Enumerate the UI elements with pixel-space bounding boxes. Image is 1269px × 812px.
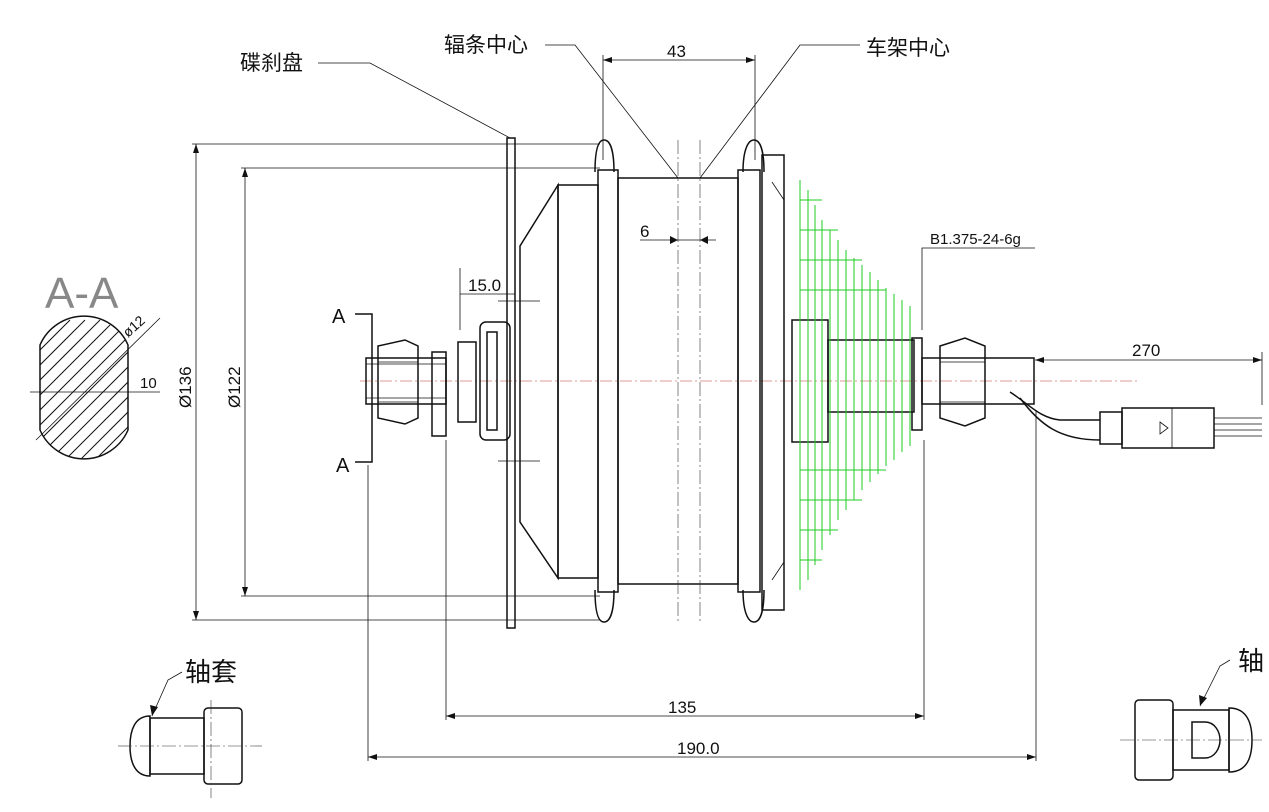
dim-spoke-spacing: 43 bbox=[667, 42, 686, 61]
dim-cable-length: 270 bbox=[1132, 341, 1160, 360]
hub-body bbox=[519, 139, 923, 624]
cut-plane: A A bbox=[332, 306, 373, 477]
section-title: A-A bbox=[45, 269, 119, 318]
section-a-a: A-A ø12 10 bbox=[30, 269, 161, 460]
label-sleeve-right: 轴 bbox=[1238, 647, 1264, 677]
dim-thread-spec: B1.375-24-6g bbox=[930, 231, 1021, 248]
right-axle-assembly bbox=[921, 337, 1262, 449]
label-frame-center: 车架中心 bbox=[866, 36, 950, 60]
left-axle-assembly bbox=[365, 321, 511, 441]
dim-dropout-width: 135 bbox=[668, 698, 696, 717]
cut-mark-top: A bbox=[332, 306, 346, 328]
dim-axle-length: 190.0 bbox=[677, 739, 720, 758]
label-disc-brake: 碟刹盘 bbox=[240, 51, 303, 75]
dim-outer-diameter: Ø136 bbox=[176, 366, 195, 408]
freewheel-cassette bbox=[799, 180, 911, 590]
label-sleeve-left: 轴套 bbox=[185, 658, 237, 688]
section-flat-label: 10 bbox=[140, 375, 157, 392]
cut-mark-bottom: A bbox=[336, 455, 350, 477]
label-spoke-center: 辐条中心 bbox=[444, 33, 528, 57]
dim-center-offset: 6 bbox=[640, 222, 649, 241]
callout-leaders bbox=[318, 44, 860, 179]
disc-brake bbox=[498, 137, 540, 629]
dim-flange-diameter: Ø122 bbox=[225, 366, 244, 408]
sleeve-left-detail bbox=[118, 671, 262, 798]
sleeve-right-detail bbox=[1120, 659, 1262, 781]
dim-disc-offset: 15.0 bbox=[468, 276, 501, 295]
dimension-lines bbox=[192, 55, 1263, 761]
